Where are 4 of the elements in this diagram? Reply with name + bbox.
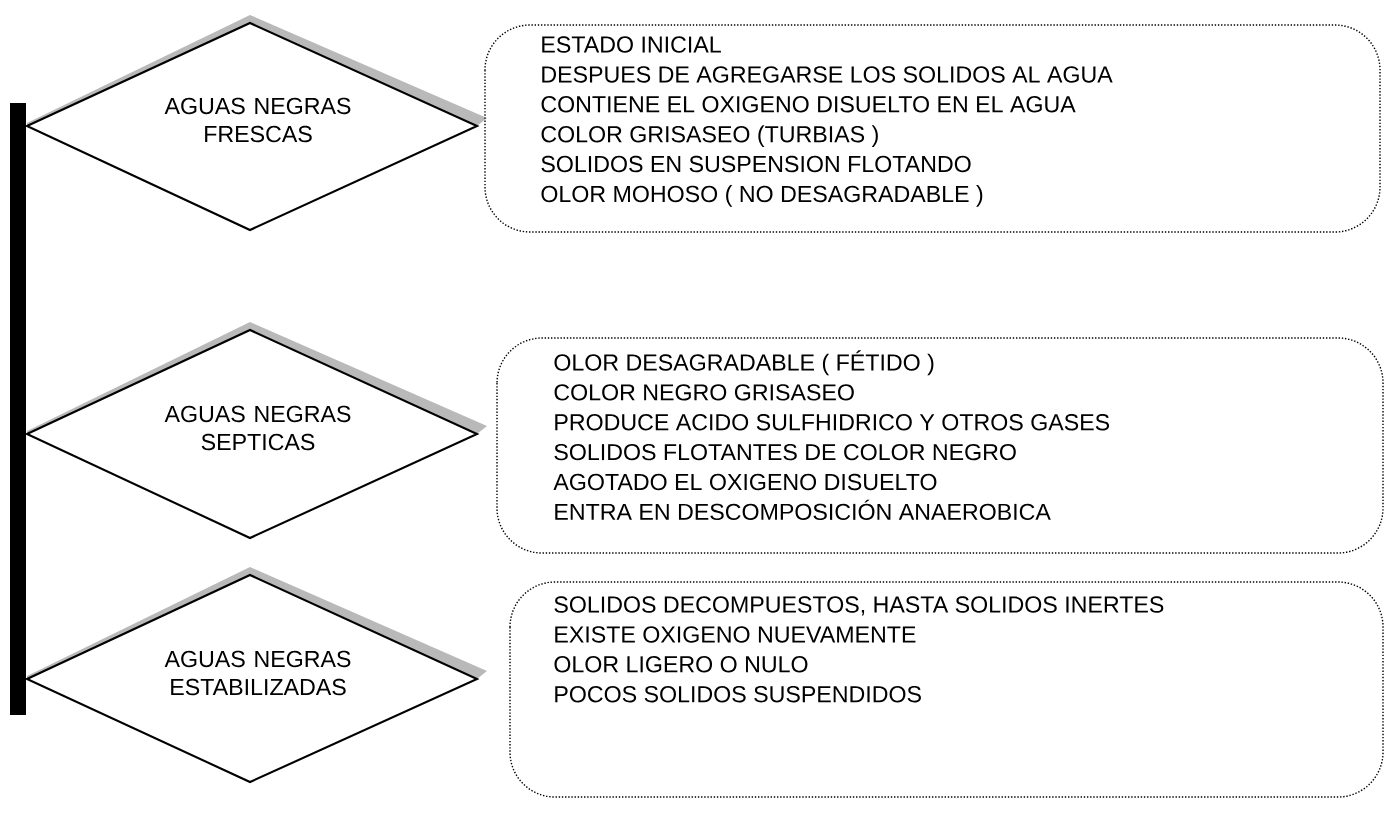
vertical-bar <box>10 103 26 715</box>
rounded-box: ESTADO INICIAL DESPUES DE AGREGARSE LOS SOLIDOS AL AGUA CONTIENE EL OXIGENO DISUELTO EN EL AGUA COLOR GRISASEO (TURBIAS ) SOLIDOS EN SUSPENSION FLOTANDO OLOR MOHOSO ( NO DESAGRADABLE ) <box>484 24 1381 233</box>
rounded-box: SOLIDOS DECOMPUESTOS, HASTA SOLIDOS INERTES EXISTE OXIGENO NUEVAMENTE OLOR LIGERO O NULO POCOS SOLIDOS SUSPENDIDOS <box>509 581 1384 798</box>
rounded-box: OLOR DESAGRADABLE ( FÉTIDO ) COLOR NEGRO GRISASEO PRODUCE ACIDO SULFHIDRICO Y OTROS GASES SOLIDOS FLOTANTES DE COLOR NEGRO AGOTADO EL OXIGENO DISUELTO ENTRA EN DESCOMPOSICIÓN ANAEROBICA <box>496 337 1384 554</box>
